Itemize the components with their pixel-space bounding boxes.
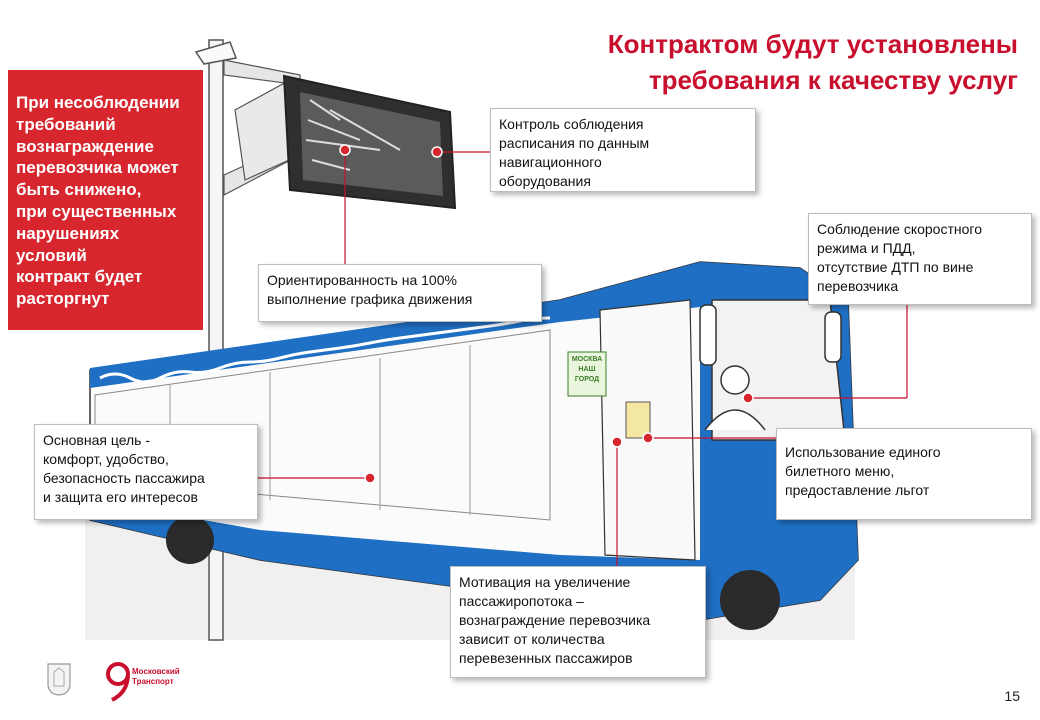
marker-dot [611, 436, 623, 448]
callout-line: билетного меню, [785, 463, 895, 479]
warning-box: При несоблюдении требований вознагражден… [8, 70, 203, 330]
callout-line: выполнение графика движения [267, 291, 473, 307]
callout-line: Контроль соблюдения [499, 116, 644, 132]
callout-ticket: Использование единого билетного меню, пр… [776, 428, 1032, 520]
sign-line: ГОРОД [574, 376, 600, 383]
warning-line: вознаграждение [16, 136, 154, 156]
callout-line: Использование единого [785, 444, 941, 460]
moscow-emblem-icon [47, 663, 71, 696]
callout-line: оборудования [499, 173, 591, 189]
warning-line: перевозчика может [16, 158, 179, 178]
warning-line: расторгнут [16, 289, 110, 309]
bus-body [89, 261, 859, 630]
callout-line: безопасность пассажира [43, 470, 205, 486]
callout-schedule-control: Контроль соблюдения расписания по данным… [490, 108, 756, 192]
callout-line: пассажиропотока – [459, 593, 584, 609]
warning-line: требований [16, 114, 116, 134]
warning-line: при существенных [16, 201, 177, 221]
logo-text: Московский Транспорт [132, 667, 180, 687]
warning-line: контракт будет [16, 267, 143, 287]
callout-line: Соблюдение скоростного [817, 221, 982, 237]
warning-line: нарушениях [16, 223, 120, 243]
callout-schedule-100: Ориентированность на 100% выполнение гра… [258, 264, 542, 322]
logo-line: Московский [132, 667, 180, 676]
marker-dot [431, 146, 443, 158]
marker-dot [742, 392, 754, 404]
callout-main-goal: Основная цель - комфорт, удобство, безоп… [34, 424, 258, 520]
page-number: 15 [1004, 688, 1020, 704]
moscow-transport-logo-icon [106, 662, 130, 702]
callout-line: предоставление льгот [785, 482, 930, 498]
callout-line: зависит от количества [459, 631, 605, 647]
warning-line: При несоблюдении [16, 93, 180, 112]
bus-sign-text: МОСКВА НАШ ГОРОД [569, 355, 605, 385]
slide-title: Контрактом будут установлены требования … [418, 26, 1018, 98]
marker-dot [364, 472, 376, 484]
callout-line: отсутствие ДТП по вине [817, 259, 974, 275]
callout-line: и защита его интересов [43, 489, 198, 505]
logo-line: Транспорт [132, 677, 174, 686]
callout-line: Основная цель - [43, 432, 151, 448]
callout-line: расписания по данным [499, 135, 650, 151]
marker-dot [339, 144, 351, 156]
title-line-1: Контрактом будут установлены [607, 29, 1018, 59]
callout-line: навигационного [499, 154, 602, 170]
callout-line: комфорт, удобство, [43, 451, 169, 467]
warning-line: условий [16, 245, 87, 265]
sign-line: НАШ [578, 366, 596, 373]
warning-line: быть снижено, [16, 180, 142, 200]
callout-line: перевозчика [817, 278, 899, 294]
callout-line: перевезенных пассажиров [459, 650, 633, 666]
callout-line: вознаграждение перевозчика [459, 612, 651, 628]
callout-speed: Соблюдение скоростного режима и ПДД, отс… [808, 213, 1032, 305]
marker-dot [642, 432, 654, 444]
sign-line: МОСКВА [571, 356, 603, 363]
title-line-2: требования к качеству услуг [648, 65, 1018, 95]
callout-line: режима и ПДД, [817, 240, 916, 256]
route-display-board [282, 74, 457, 210]
callout-line: Ориентированность на 100% [267, 272, 457, 288]
callout-line: Мотивация на увеличение [459, 574, 631, 590]
callout-motivation: Мотивация на увеличение пассажиропотока … [450, 566, 706, 678]
